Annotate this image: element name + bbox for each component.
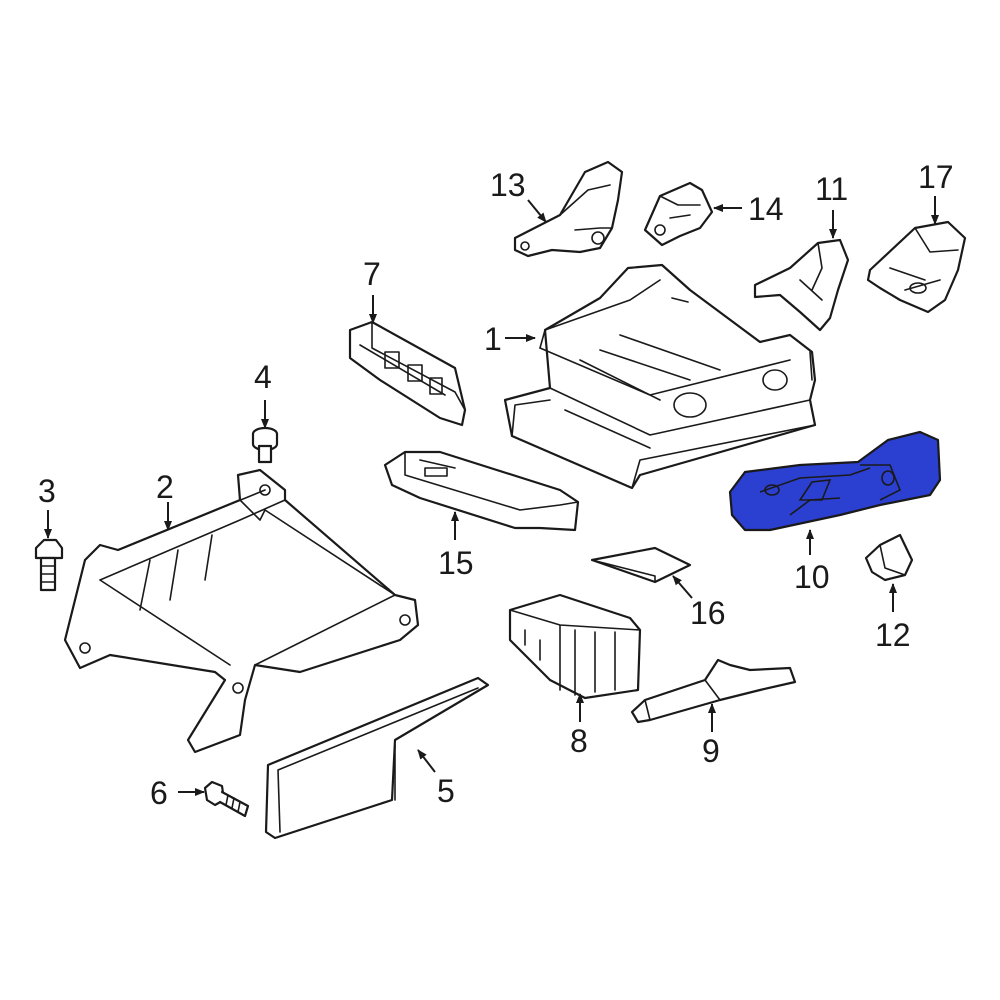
callout-12: 12 [875,617,911,653]
callout-14: 14 [748,191,784,227]
callout-11: 11 [815,171,848,207]
callout-16: 16 [690,595,726,631]
callout-6: 6 [150,775,168,811]
part-1-seat-frame[interactable] [503,263,817,490]
part-6-bolt[interactable] [203,780,250,818]
callout-8: 8 [570,723,588,759]
part-4-bolt[interactable] [251,426,279,464]
part-3-bolt[interactable] [34,538,64,592]
part-8-module[interactable] [508,593,642,700]
part-5-panel[interactable] [264,676,490,840]
part-9-bracket[interactable] [630,658,797,724]
callout-1: 1 [484,321,502,357]
callout-5: 5 [437,773,455,809]
part-12-cover[interactable] [864,533,914,582]
leader-5 [417,749,436,773]
callout-15: 15 [438,545,474,581]
part-7-plate[interactable] [348,320,467,427]
callout-4: 4 [254,359,272,395]
callout-13: 13 [490,167,526,203]
callout-17: 17 [918,159,954,195]
part-10-side-shield[interactable] [728,430,942,532]
part-11-bracket[interactable] [753,238,850,332]
callout-3: 3 [38,473,56,509]
part-15-trim-cover[interactable] [383,450,580,532]
part-16-panel[interactable] [590,546,692,584]
callout-9: 9 [702,733,720,769]
leader-13 [527,199,547,223]
part-17-bracket[interactable] [866,220,967,314]
part-14-bracket[interactable] [643,181,714,247]
part-13-bracket[interactable] [513,160,624,258]
part-2-base-frame[interactable] [63,468,420,754]
callout-2: 2 [156,469,174,505]
callout-10: 10 [794,559,830,595]
leader-16 [672,575,693,599]
callout-7: 7 [363,256,381,292]
